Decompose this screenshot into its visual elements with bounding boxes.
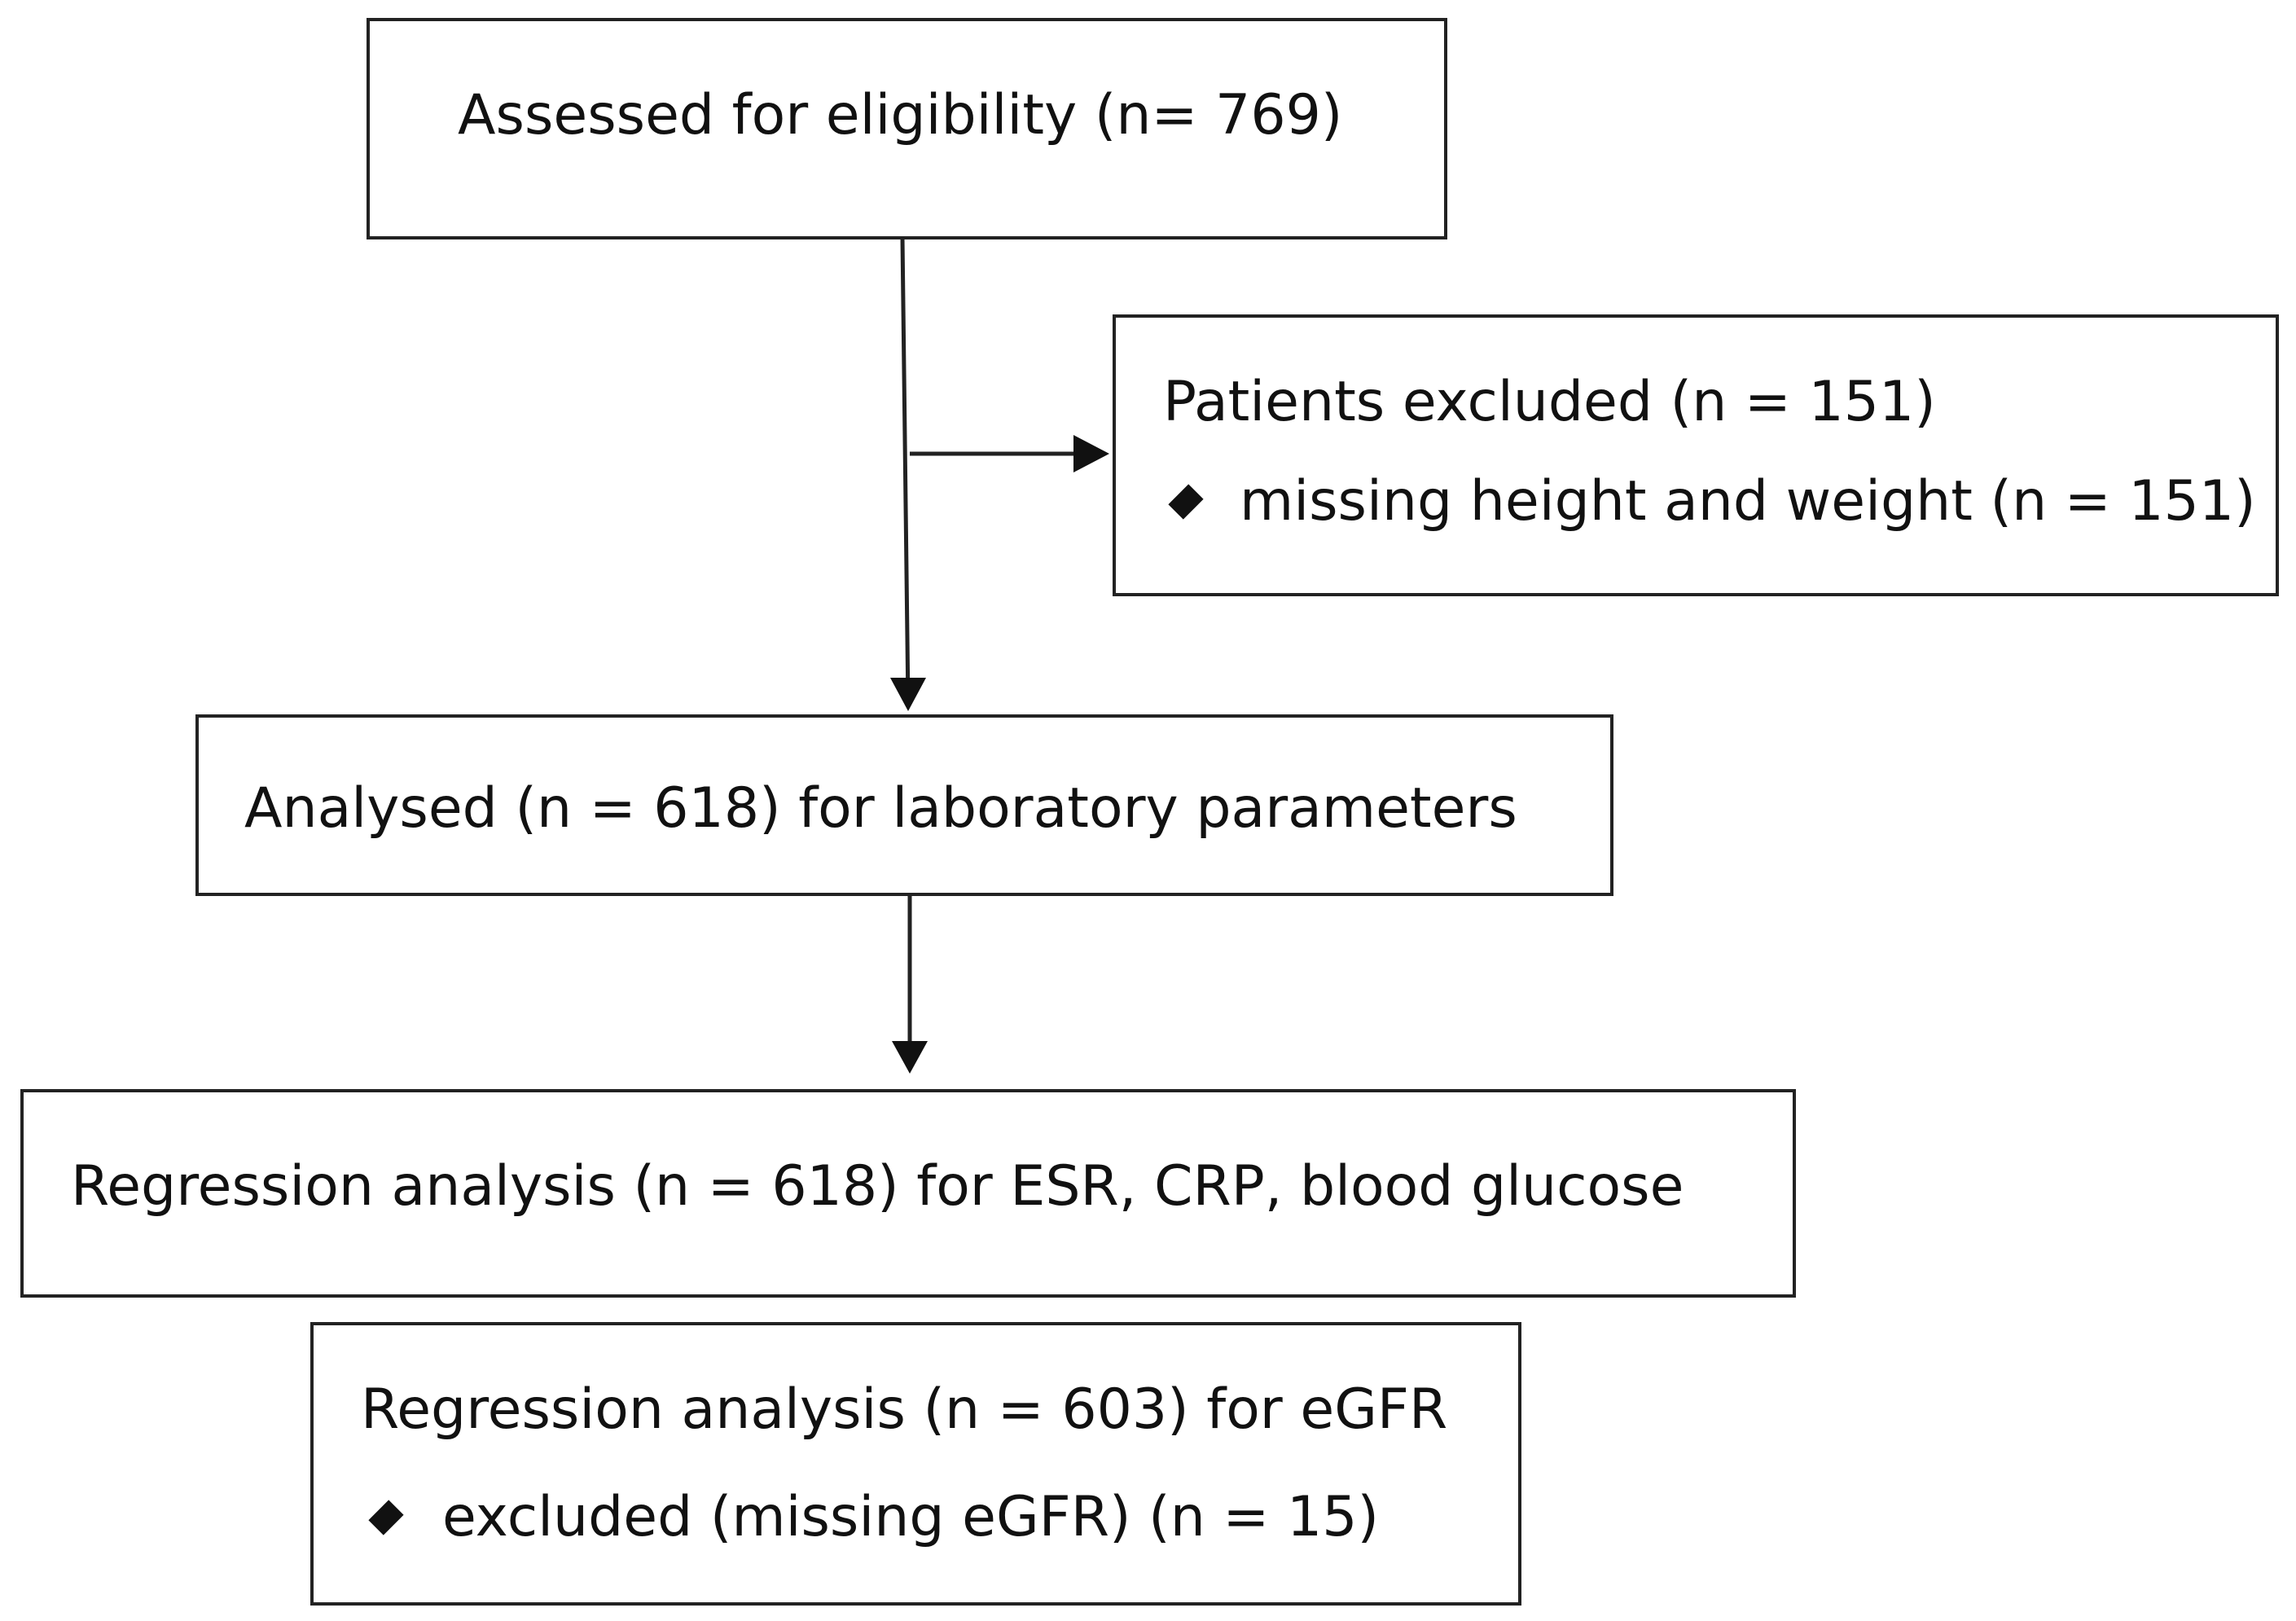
regression-main-box: Regression analysis (n = 618) for ESR, C…	[20, 1089, 1796, 1298]
diamond-bullet-icon	[1168, 484, 1204, 520]
regression-egfr-bullet-item: excluded (missing eGFR) (n = 15)	[442, 1485, 1380, 1549]
arrow-head-icon	[1073, 435, 1109, 472]
arrow-head-icon	[890, 678, 926, 711]
excluded-title: Patients excluded (n = 151)	[1163, 370, 1936, 434]
regression-egfr-box: Regression analysis (n = 603) for eGFR e…	[310, 1322, 1521, 1606]
regression-main-label: Regression analysis (n = 618) for ESR, C…	[71, 1154, 1684, 1219]
regression-egfr-title: Regression analysis (n = 603) for eGFR	[361, 1377, 1448, 1442]
connector-assessed-to-analysed	[900, 237, 911, 706]
assessed-label: Assessed for eligibility (n= 769)	[458, 83, 1343, 147]
analysed-label: Analysed (n = 618) for laboratory parame…	[244, 776, 1517, 841]
arrow-head-icon	[892, 1041, 928, 1074]
analysed-box: Analysed (n = 618) for laboratory parame…	[195, 714, 1613, 896]
excluded-bullet-item: missing height and weight (n = 151)	[1240, 469, 2256, 534]
excluded-box: Patients excluded (n = 151) missing heig…	[1113, 314, 2279, 596]
diamond-bullet-icon	[368, 1500, 404, 1535]
assessed-box: Assessed for eligibility (n= 769)	[367, 18, 1447, 239]
